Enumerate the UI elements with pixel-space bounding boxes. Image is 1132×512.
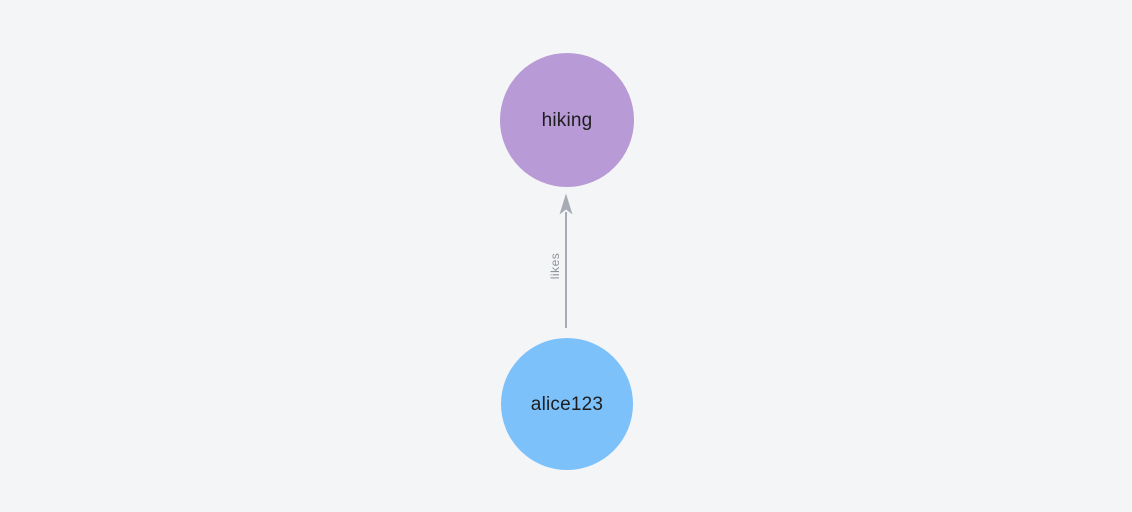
edge-label-likes: likes bbox=[548, 252, 562, 280]
node-alice123[interactable]: alice123 bbox=[501, 338, 633, 470]
node-hiking[interactable]: hiking bbox=[500, 53, 634, 187]
edge-arrowhead-icon bbox=[559, 193, 573, 215]
node-alice123-label: alice123 bbox=[530, 393, 604, 415]
node-hiking-label: hiking bbox=[541, 109, 593, 131]
